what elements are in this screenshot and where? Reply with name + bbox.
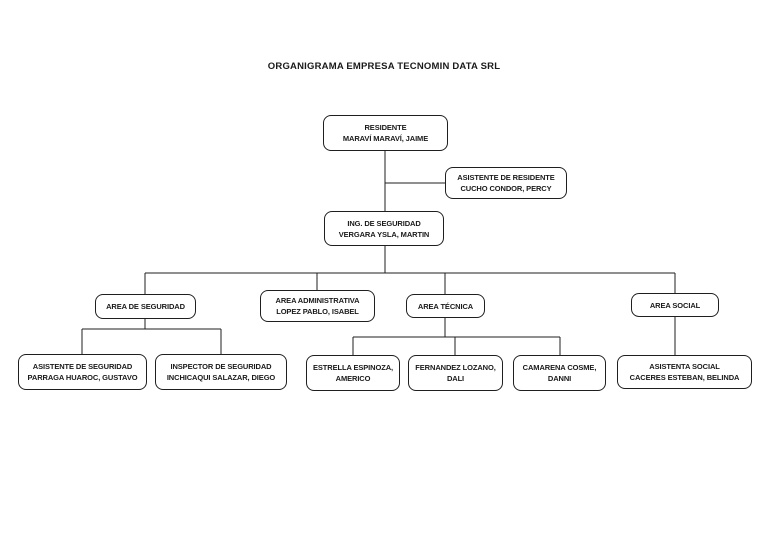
node-role: INSPECTOR DE SEGURIDAD: [170, 362, 272, 371]
org-node-estrella-espinoza: ESTRELLA ESPINOZA, AMERICO: [306, 355, 400, 391]
page-title: ORGANIGRAMA EMPRESA TECNOMIN DATA SRL: [267, 61, 501, 72]
node-person: DALI: [446, 374, 465, 383]
node-role: ASISTENTE DE RESIDENTE: [457, 173, 555, 182]
node-person: CUCHO CONDOR, PERCY: [460, 184, 552, 193]
node-person: AMERICO: [335, 374, 371, 383]
node-role: AREA SOCIAL: [649, 300, 701, 310]
org-node-area-seguridad: AREA DE SEGURIDAD: [95, 294, 196, 319]
org-node-asistente-seguridad: ASISTENTE DE SEGURIDAD PARRAGA HUAROC, G…: [18, 354, 147, 390]
node-person: ESTRELLA ESPINOZA,: [312, 363, 393, 372]
node-role: AREA ADMINISTRATIVA: [275, 296, 360, 305]
node-person: LOPEZ PABLO, ISABEL: [276, 307, 359, 316]
node-person: VERGARA YSLA, MARTIN: [338, 229, 430, 239]
org-node-asistenta-social: ASISTENTA SOCIAL CACERES ESTEBAN, BELIND…: [617, 355, 752, 389]
connector-path: [81, 151, 676, 355]
node-person: INCHICAQUI SALAZAR, DIEGO: [166, 373, 276, 382]
org-node-camarena-cosme: CAMARENA COSME, DANNI: [513, 355, 606, 391]
org-node-area-tecnica: AREA TÉCNICA: [406, 294, 485, 318]
node-person: CACERES ESTEBAN, BELINDA: [629, 373, 740, 382]
node-person: DANNI: [547, 374, 572, 383]
node-role: AREA DE SEGURIDAD: [106, 302, 185, 311]
org-node-fernandez-lozano: FERNANDEZ LOZANO, DALI: [408, 355, 503, 391]
node-person: PARRAGA HUAROC, GUSTAVO: [27, 373, 138, 382]
node-person: FERNANDEZ LOZANO,: [415, 363, 496, 372]
node-role: ASISTENTA SOCIAL: [649, 362, 720, 371]
org-node-area-social: AREA SOCIAL: [631, 293, 719, 317]
org-node-asistente-residente: ASISTENTE DE RESIDENTE CUCHO CONDOR, PER…: [445, 167, 567, 199]
org-node-area-administrativa: AREA ADMINISTRATIVA LOPEZ PABLO, ISABEL: [260, 290, 375, 322]
org-node-ing-seguridad: ING. DE SEGURIDAD VERGARA YSLA, MARTIN: [324, 211, 444, 246]
node-person: MARAVÍ MARAVÍ, JAIME: [342, 134, 429, 143]
org-node-inspector-seguridad: INSPECTOR DE SEGURIDAD INCHICAQUI SALAZA…: [155, 354, 287, 390]
node-role: ASISTENTE DE SEGURIDAD: [32, 362, 133, 371]
node-role: ING. DE SEGURIDAD: [347, 218, 421, 228]
node-role: AREA TÉCNICA: [417, 301, 474, 311]
node-role: RESIDENTE: [364, 123, 407, 132]
org-node-residente: RESIDENTE MARAVÍ MARAVÍ, JAIME: [323, 115, 448, 151]
node-person: CAMARENA COSME,: [522, 363, 597, 372]
